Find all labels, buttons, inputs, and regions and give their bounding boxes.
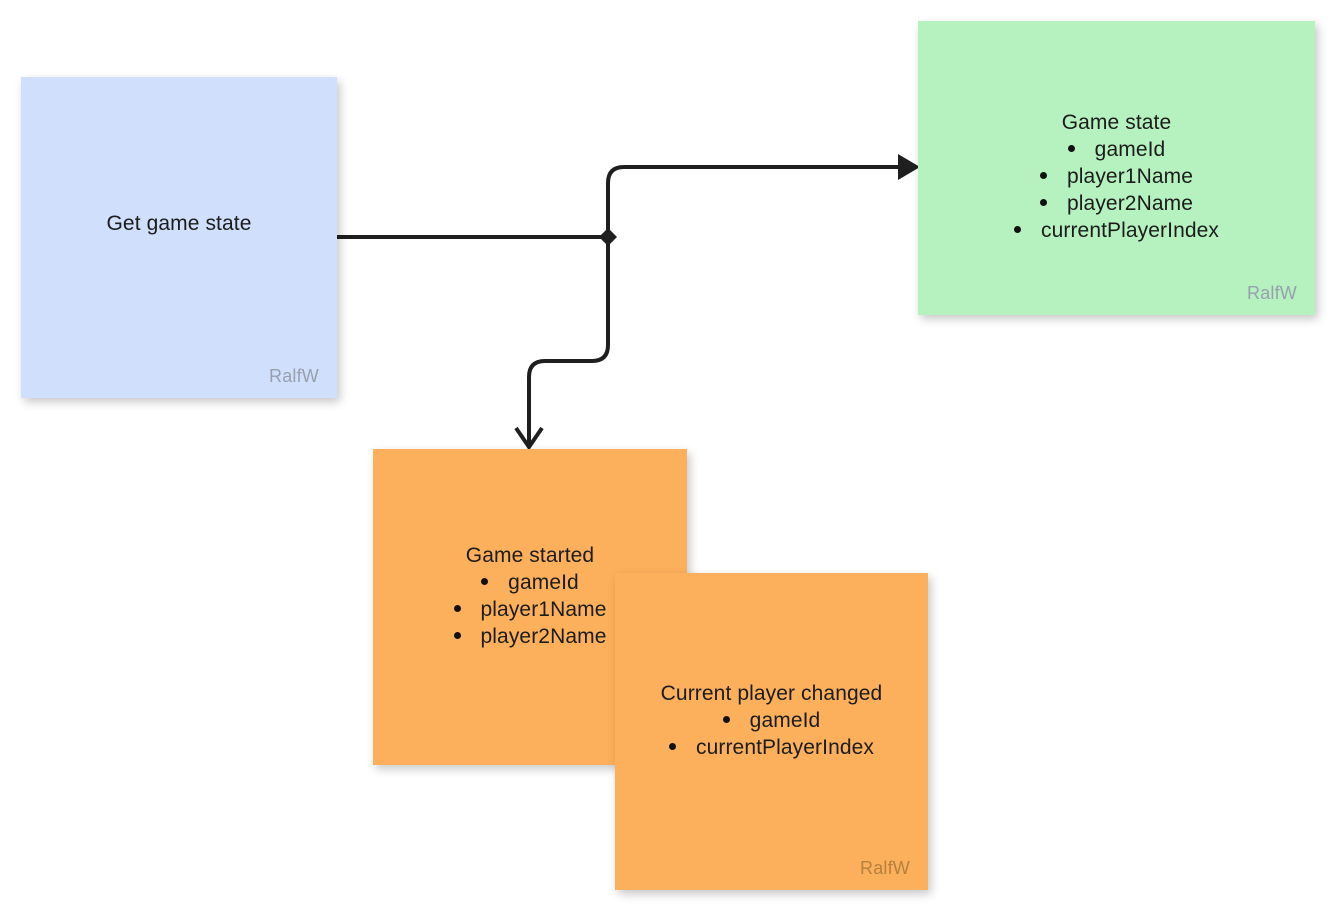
card-content: Current player changed gameId currentPlay… (615, 680, 928, 761)
card-content: Get game state (21, 210, 337, 237)
bullet-icon (453, 604, 461, 612)
bullet-icon (722, 715, 730, 723)
bullet-icon (1040, 198, 1047, 206)
card-title: Current player changed (660, 682, 883, 705)
card-attribute-label: gameId (1094, 138, 1166, 161)
card-attribute-item: gameId (615, 707, 928, 734)
connector-to-game-state (606, 165, 900, 233)
card-attribute-item: player1Name (918, 163, 1315, 190)
card-current-player-changed[interactable]: Current player changed gameId currentPlay… (615, 573, 928, 890)
card-attribute-label: currentPlayerIndex (695, 736, 875, 759)
card-author: RalfW (269, 366, 319, 386)
card-game-state[interactable]: Game state gameId player1Name player2Name c… (918, 21, 1315, 315)
card-attribute-label: player2Name (480, 625, 607, 648)
arrowhead-filled-icon (898, 154, 920, 180)
bullet-icon (1040, 171, 1047, 179)
card-attribute-label: gameId (508, 571, 579, 594)
connector-to-game-started (527, 241, 610, 446)
card-attribute-item: player1Name (373, 596, 687, 623)
card-get-game-state[interactable]: Get game state RalfW (21, 77, 337, 398)
card-attribute-label: player1Name (1067, 165, 1193, 188)
card-attribute-item: player2Name (918, 190, 1315, 217)
card-attribute-item: currentPlayerIndex (615, 734, 928, 761)
card-attribute-item: player2Name (373, 623, 687, 650)
card-content: Game state gameId player1Name player2Name c… (918, 109, 1315, 244)
card-attribute-label: player1Name (480, 598, 607, 621)
card-attribute-label: currentPlayerIndex (1040, 219, 1220, 242)
card-attribute-list: gameId player1Name player2Name currentPlaye… (918, 136, 1315, 244)
card-content: Game started gameId player1Name player2Nam… (373, 542, 687, 650)
bullet-icon (1013, 225, 1021, 233)
card-attribute-label: gameId (749, 709, 821, 732)
bullet-icon (453, 631, 461, 639)
arrowhead-open-icon (514, 426, 544, 451)
bullet-icon (1067, 144, 1075, 152)
card-attribute-item: currentPlayerIndex (918, 217, 1315, 244)
bullet-icon (668, 742, 676, 750)
card-author: RalfW (1247, 283, 1297, 303)
card-attribute-item: gameId (373, 569, 687, 596)
card-attribute-list: gameId currentPlayerIndex (615, 707, 928, 761)
bullet-icon (481, 577, 489, 585)
card-author: RalfW (860, 858, 910, 878)
card-attribute-item: gameId (918, 136, 1315, 163)
card-attribute-label: player2Name (1067, 192, 1193, 215)
card-attribute-list: gameId player1Name player2Name (373, 569, 687, 650)
connector-junction-diamond-icon (599, 228, 617, 246)
card-title: Get game state (106, 212, 252, 235)
card-title: Game state (1061, 111, 1172, 134)
card-title: Game started (465, 544, 595, 567)
